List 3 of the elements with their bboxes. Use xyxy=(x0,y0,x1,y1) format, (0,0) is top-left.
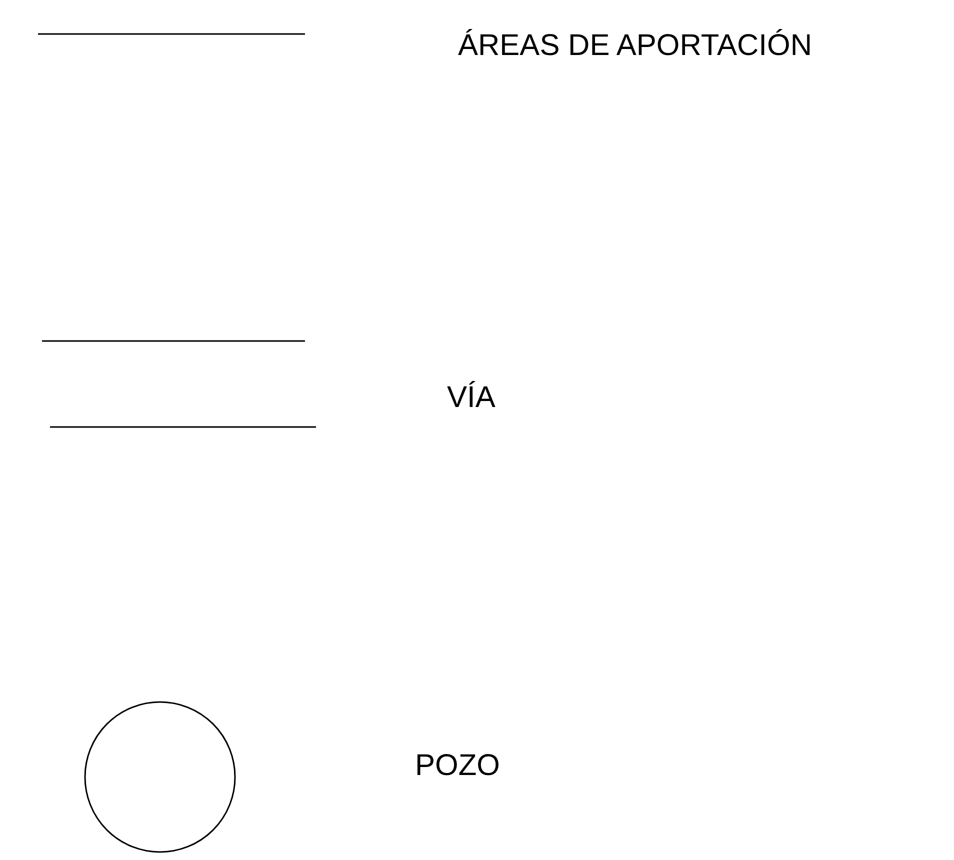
legend-label: VÍA xyxy=(447,383,496,413)
legend-label: ÁREAS DE APORTACIÓN xyxy=(458,31,812,61)
legend-label: POZO xyxy=(415,751,500,781)
